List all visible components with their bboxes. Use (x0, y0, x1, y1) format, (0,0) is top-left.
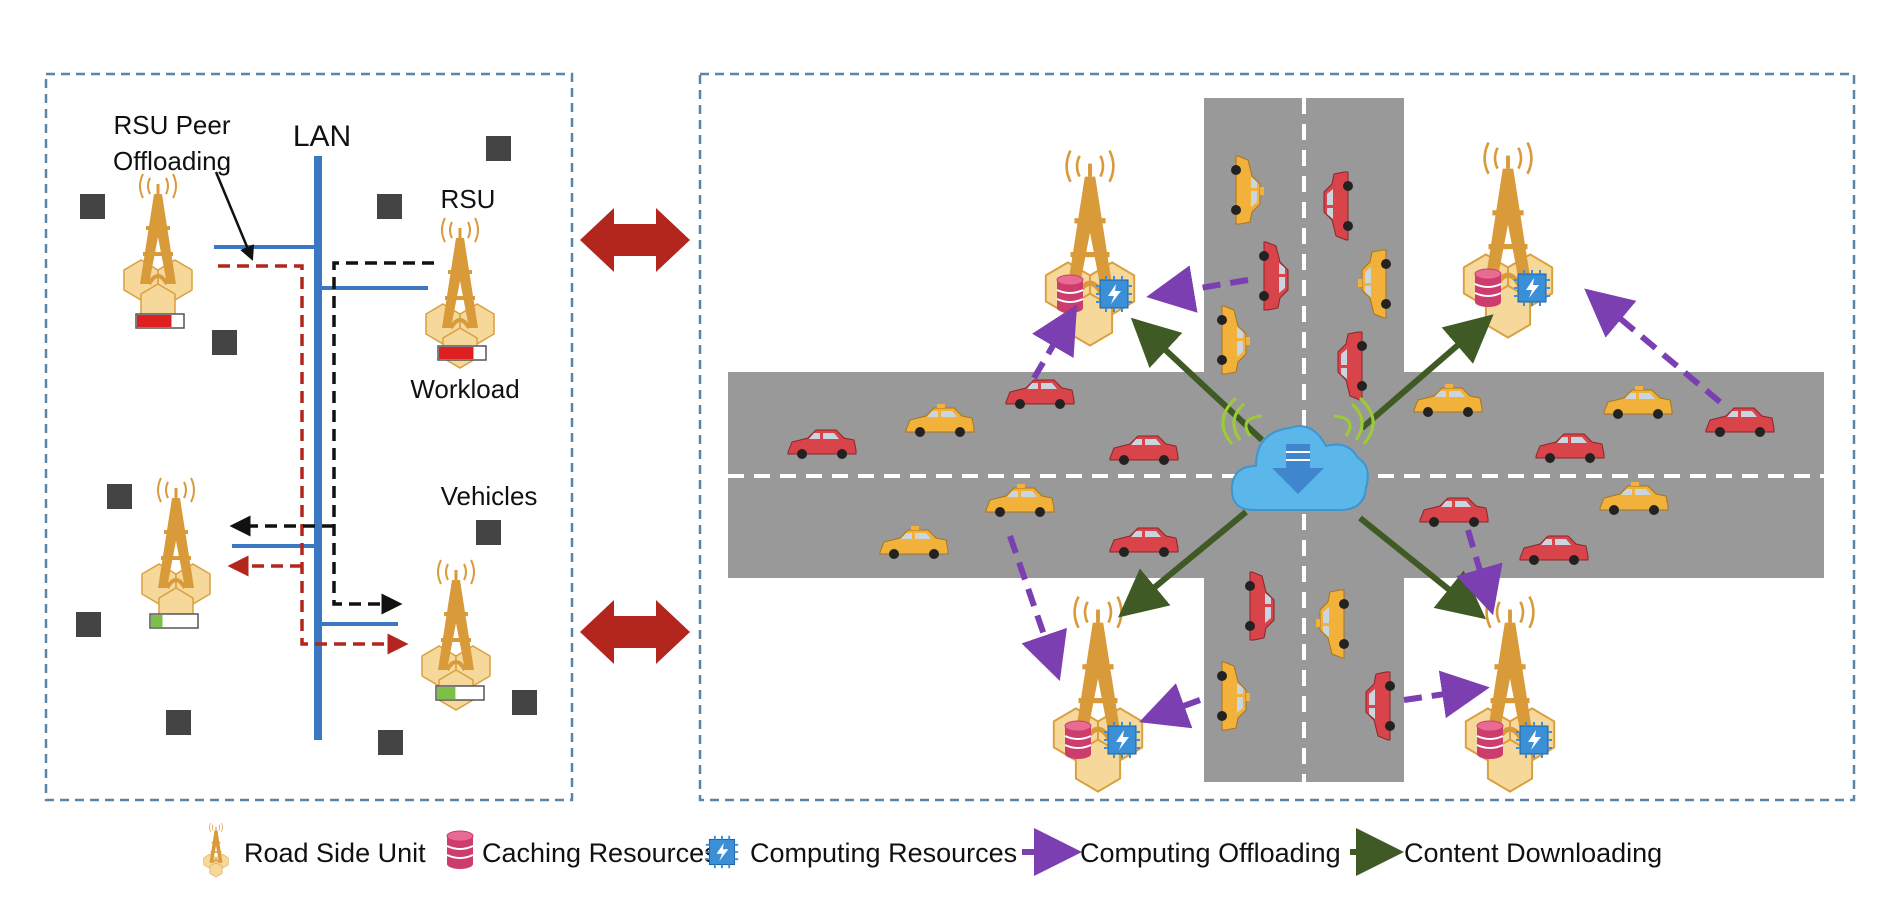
caching-db-icon (1474, 268, 1502, 308)
computing-chip-icon (1515, 721, 1553, 759)
left-panel-border (44, 72, 574, 802)
rsu-tower-icon (122, 172, 194, 326)
left-panel: RSU Peer Offloading LAN RSU Workload Veh… (44, 72, 574, 802)
computing-chip-icon (1095, 275, 1133, 313)
legend-computing: Computing Resources (750, 838, 1017, 868)
download-arrows (1118, 314, 1494, 620)
workload-bar-fill (151, 615, 163, 627)
workload-bars (135, 313, 487, 701)
legend-offloading: Computing Offloading (1080, 838, 1341, 868)
rsu-bottom-left (1054, 597, 1142, 792)
offload-arrows (1007, 265, 1722, 729)
computing-chip-icon (1513, 269, 1551, 307)
lan-label: LAN (293, 120, 351, 153)
computing-chip-icon (1103, 721, 1141, 759)
peer-pointer-arrow (214, 171, 255, 261)
double-arrow-top (580, 208, 690, 272)
peer-offloading-label-1: RSU Peer (113, 110, 230, 140)
caching-db-icon (1056, 274, 1084, 314)
rsu-tower-icon (140, 476, 212, 630)
peer-offload-black-dash (332, 261, 434, 615)
vehicle-square-icons (76, 136, 537, 755)
cloud-icon (1221, 396, 1375, 511)
double-arrows (580, 208, 690, 664)
double-arrow-bottom (580, 600, 690, 664)
workload-bar-fill (437, 687, 456, 699)
legend-downloading: Content Downloading (1404, 838, 1662, 868)
rsu-top-right (1464, 143, 1552, 338)
caching-db-icon (446, 830, 474, 870)
vehicles-label: Vehicles (441, 481, 538, 511)
computing-chip-icon (704, 834, 740, 870)
peer-offloading-label-2: Offloading (113, 146, 231, 176)
legend-road-side-unit: Road Side Unit (244, 838, 426, 868)
workload-bar-fill (137, 315, 172, 327)
caching-db-icon (1476, 720, 1504, 760)
legend: Road Side Unit Caching Resources Computi… (203, 822, 1662, 878)
caching-db-icon (1064, 720, 1092, 760)
rsu-tower-icon (203, 822, 229, 878)
rsu-top-left (1046, 151, 1134, 346)
right-panel-border (698, 72, 1856, 802)
workload-label: Workload (410, 374, 519, 404)
legend-caching: Caching Resources (482, 838, 718, 868)
peer-offload-red-dash (218, 264, 409, 655)
right-panel (698, 72, 1856, 802)
wifi-icon (1221, 396, 1375, 445)
rsu-label: RSU (441, 184, 496, 214)
workload-bar-fill (439, 347, 474, 359)
rsu-bottom-right (1466, 597, 1554, 792)
